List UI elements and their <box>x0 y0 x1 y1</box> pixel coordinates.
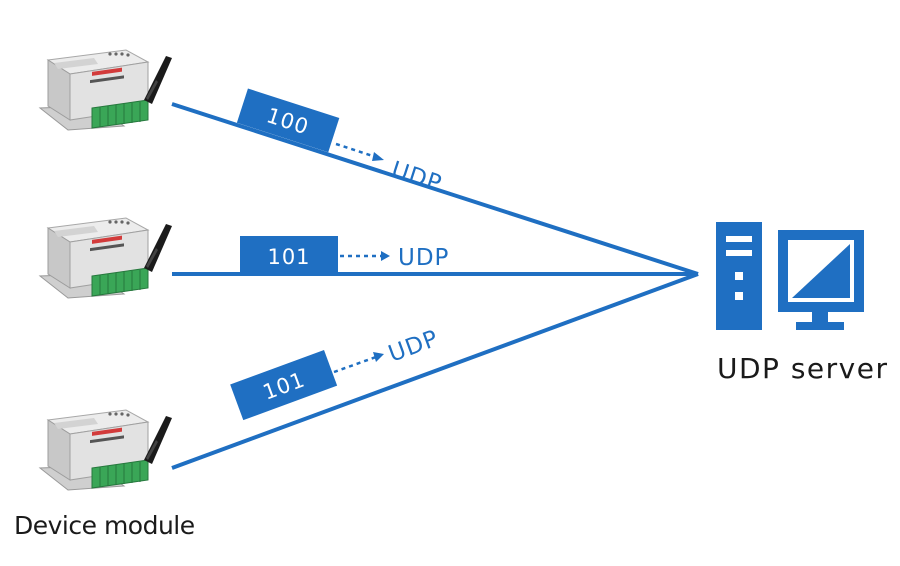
packet-3: 101 <box>230 349 338 421</box>
server-label: UDP server <box>717 352 888 385</box>
desktop-computer-icon <box>716 222 864 330</box>
gprs-dtu-device-icon <box>39 217 173 299</box>
device-module-3 <box>39 409 173 491</box>
packet-1: 100 <box>236 88 340 153</box>
packet-box <box>230 349 338 421</box>
protocol-label-3: UDP <box>385 325 442 367</box>
device-module-1 <box>39 49 173 131</box>
packet-box <box>240 236 338 274</box>
link-line-3 <box>171 272 699 470</box>
device-label: Device module <box>14 511 195 540</box>
gprs-dtu-device-icon <box>39 49 173 131</box>
packet-2: 101 <box>240 236 338 274</box>
packet-box <box>236 88 340 153</box>
arrow-2 <box>340 251 390 261</box>
arrow-3 <box>333 352 384 374</box>
arrow-1 <box>335 142 384 161</box>
packet-value: 101 <box>267 245 310 269</box>
gprs-dtu-device-icon <box>39 409 173 491</box>
protocol-label-1: UDP <box>388 157 445 198</box>
link-line-1 <box>171 102 699 276</box>
protocol-label-2: UDP <box>398 245 449 271</box>
device-module-2 <box>39 217 173 299</box>
